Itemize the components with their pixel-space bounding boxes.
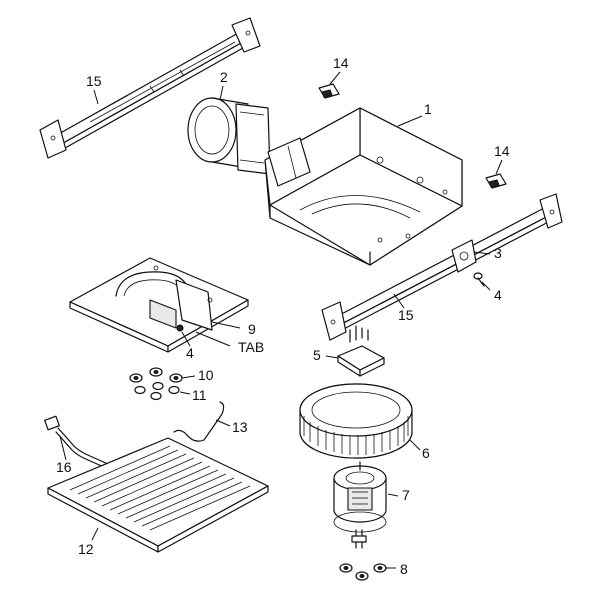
label-13: 13 xyxy=(232,419,248,435)
label-16: 16 xyxy=(56,459,72,475)
clip-top xyxy=(318,83,340,99)
screw-right xyxy=(473,272,485,287)
label-10: 10 xyxy=(198,367,214,383)
motor-nuts xyxy=(339,563,387,581)
motor-bracket xyxy=(337,325,385,377)
label-4-right: 4 xyxy=(494,287,502,303)
label-8: 8 xyxy=(400,561,408,577)
label-14-top: 14 xyxy=(333,55,349,71)
label-15-top: 15 xyxy=(86,73,102,89)
label-3: 3 xyxy=(494,245,502,261)
mounting-bar-top-left xyxy=(39,17,261,159)
label-2: 2 xyxy=(220,69,228,85)
spring-wire xyxy=(173,401,225,442)
damper-plate xyxy=(69,257,249,353)
label-7: 7 xyxy=(402,487,410,503)
clip-right xyxy=(485,173,507,189)
duct-connector xyxy=(187,97,271,175)
label-15-right: 15 xyxy=(398,307,414,323)
label-11: 11 xyxy=(192,387,207,403)
leader-lines xyxy=(59,71,503,569)
label-6: 6 xyxy=(422,445,430,461)
motor xyxy=(333,461,387,549)
screws xyxy=(134,381,180,401)
label-12: 12 xyxy=(78,541,94,557)
blower-wheel xyxy=(299,383,413,459)
grommets xyxy=(129,367,183,383)
mounting-bar-right xyxy=(321,193,563,341)
grille xyxy=(47,437,269,553)
label-1: 1 xyxy=(424,101,432,117)
label-5: 5 xyxy=(313,347,321,363)
power-cord xyxy=(44,415,109,469)
fan-housing xyxy=(264,107,463,266)
label-tab: TAB xyxy=(238,339,264,355)
label-14-right: 14 xyxy=(494,143,510,159)
part-labels: 1 2 3 4 4 5 6 7 8 9 TAB 10 11 12 13 14 1… xyxy=(56,55,510,577)
label-4-plate: 4 xyxy=(186,345,194,361)
bracket xyxy=(451,239,477,273)
label-9: 9 xyxy=(248,321,256,337)
